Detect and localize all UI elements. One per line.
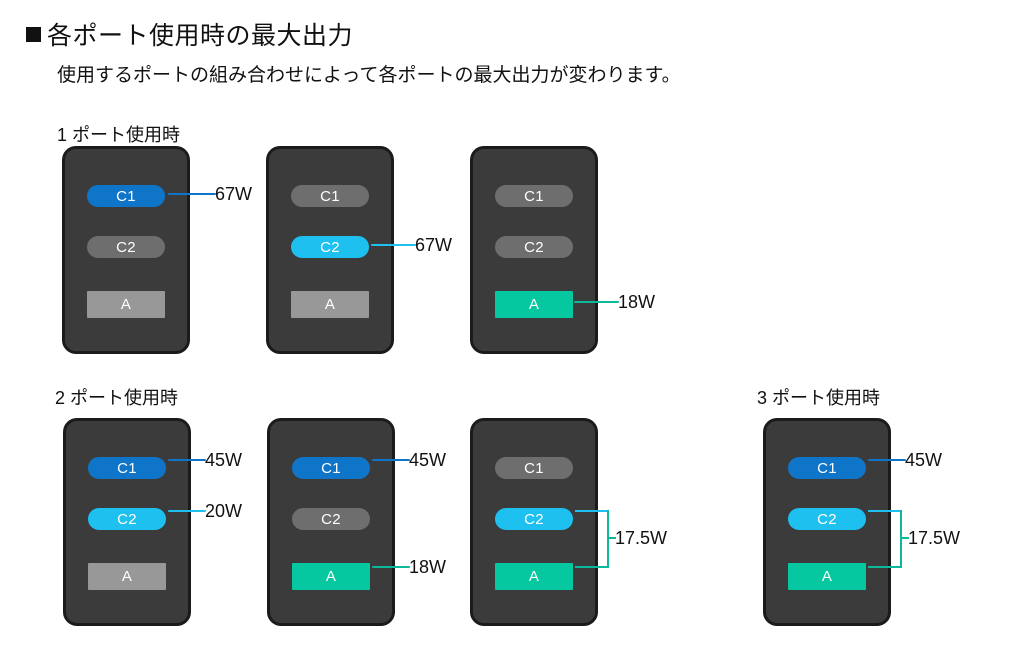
lead-line-d5-a xyxy=(372,566,410,568)
port-a[interactable]: A xyxy=(292,563,370,590)
port-c1[interactable]: C1 xyxy=(88,457,166,479)
power-label-d4-c2: 20W xyxy=(205,501,243,521)
power-label-d7-shared: 17.5W xyxy=(908,528,961,548)
section-label-three-port: 3 ポート使用時 xyxy=(757,388,881,408)
section-label-two-port: 2 ポート使用時 xyxy=(55,388,179,408)
square-bullet-icon xyxy=(26,26,41,42)
power-label-d1-c1: 67W xyxy=(215,184,253,204)
device-d3: C1 C2 A xyxy=(470,146,598,354)
bracket-bottom-segment xyxy=(575,566,609,568)
port-a[interactable]: A xyxy=(495,291,573,318)
lead-line-d3-a xyxy=(574,301,619,303)
port-a[interactable]: A xyxy=(88,563,166,590)
device-d1: C1 C2 A xyxy=(62,146,190,354)
power-label-d5-c1: 45W xyxy=(409,450,447,470)
port-a[interactable]: A xyxy=(291,291,369,318)
port-c1[interactable]: C1 xyxy=(292,457,370,479)
port-c2[interactable]: C2 xyxy=(495,236,573,258)
device-d6: C1 C2 A xyxy=(470,418,598,626)
lead-line-d4-c1 xyxy=(168,459,206,461)
bracket-top-segment xyxy=(575,510,609,512)
power-label-d5-a: 18W xyxy=(409,557,447,577)
bracket-tick xyxy=(900,537,909,539)
lead-line-d4-c2 xyxy=(168,510,206,512)
port-a[interactable]: A xyxy=(87,291,165,318)
port-a[interactable]: A xyxy=(495,563,573,590)
port-c2[interactable]: C2 xyxy=(495,508,573,530)
power-label-d2-c2: 67W xyxy=(415,235,453,255)
section-label-one-port: 1 ポート使用時 xyxy=(57,125,181,145)
port-c2[interactable]: C2 xyxy=(291,236,369,258)
device-d7: C1 C2 A xyxy=(763,418,891,626)
port-c2[interactable]: C2 xyxy=(87,236,165,258)
device-d5: C1 C2 A xyxy=(267,418,395,626)
port-c2[interactable]: C2 xyxy=(292,508,370,530)
port-c1[interactable]: C1 xyxy=(495,457,573,479)
lead-line-d1-c1 xyxy=(168,193,216,195)
bracket-vertical-segment xyxy=(607,510,609,568)
power-label-d6-shared: 17.5W xyxy=(615,528,668,548)
port-c2[interactable]: C2 xyxy=(788,508,866,530)
power-label-d3-a: 18W xyxy=(618,292,656,312)
port-c2[interactable]: C2 xyxy=(88,508,166,530)
device-d2: C1 C2 A xyxy=(266,146,394,354)
bracket-top-segment xyxy=(868,510,902,512)
bracket-vertical-segment xyxy=(900,510,902,568)
port-c1[interactable]: C1 xyxy=(87,185,165,207)
lead-line-d2-c2 xyxy=(371,244,416,246)
power-label-d7-c1: 45W xyxy=(905,450,943,470)
bracket-tick xyxy=(607,537,616,539)
lead-line-d5-c1 xyxy=(372,459,410,461)
port-a[interactable]: A xyxy=(788,563,866,590)
power-label-d4-c1: 45W xyxy=(205,450,243,470)
page-title-text: 各ポート使用時の最大出力 xyxy=(47,22,354,50)
lead-line-d7-c1 xyxy=(868,459,906,461)
device-d4: C1 C2 A xyxy=(63,418,191,626)
bracket-bottom-segment xyxy=(868,566,902,568)
port-c1[interactable]: C1 xyxy=(495,185,573,207)
page-title: 各ポート使用時の最大出力 xyxy=(26,16,353,52)
port-c1[interactable]: C1 xyxy=(291,185,369,207)
page-subtitle: 使用するポートの組み合わせによって各ポートの最大出力が変わります。 xyxy=(57,65,681,86)
port-c1[interactable]: C1 xyxy=(788,457,866,479)
